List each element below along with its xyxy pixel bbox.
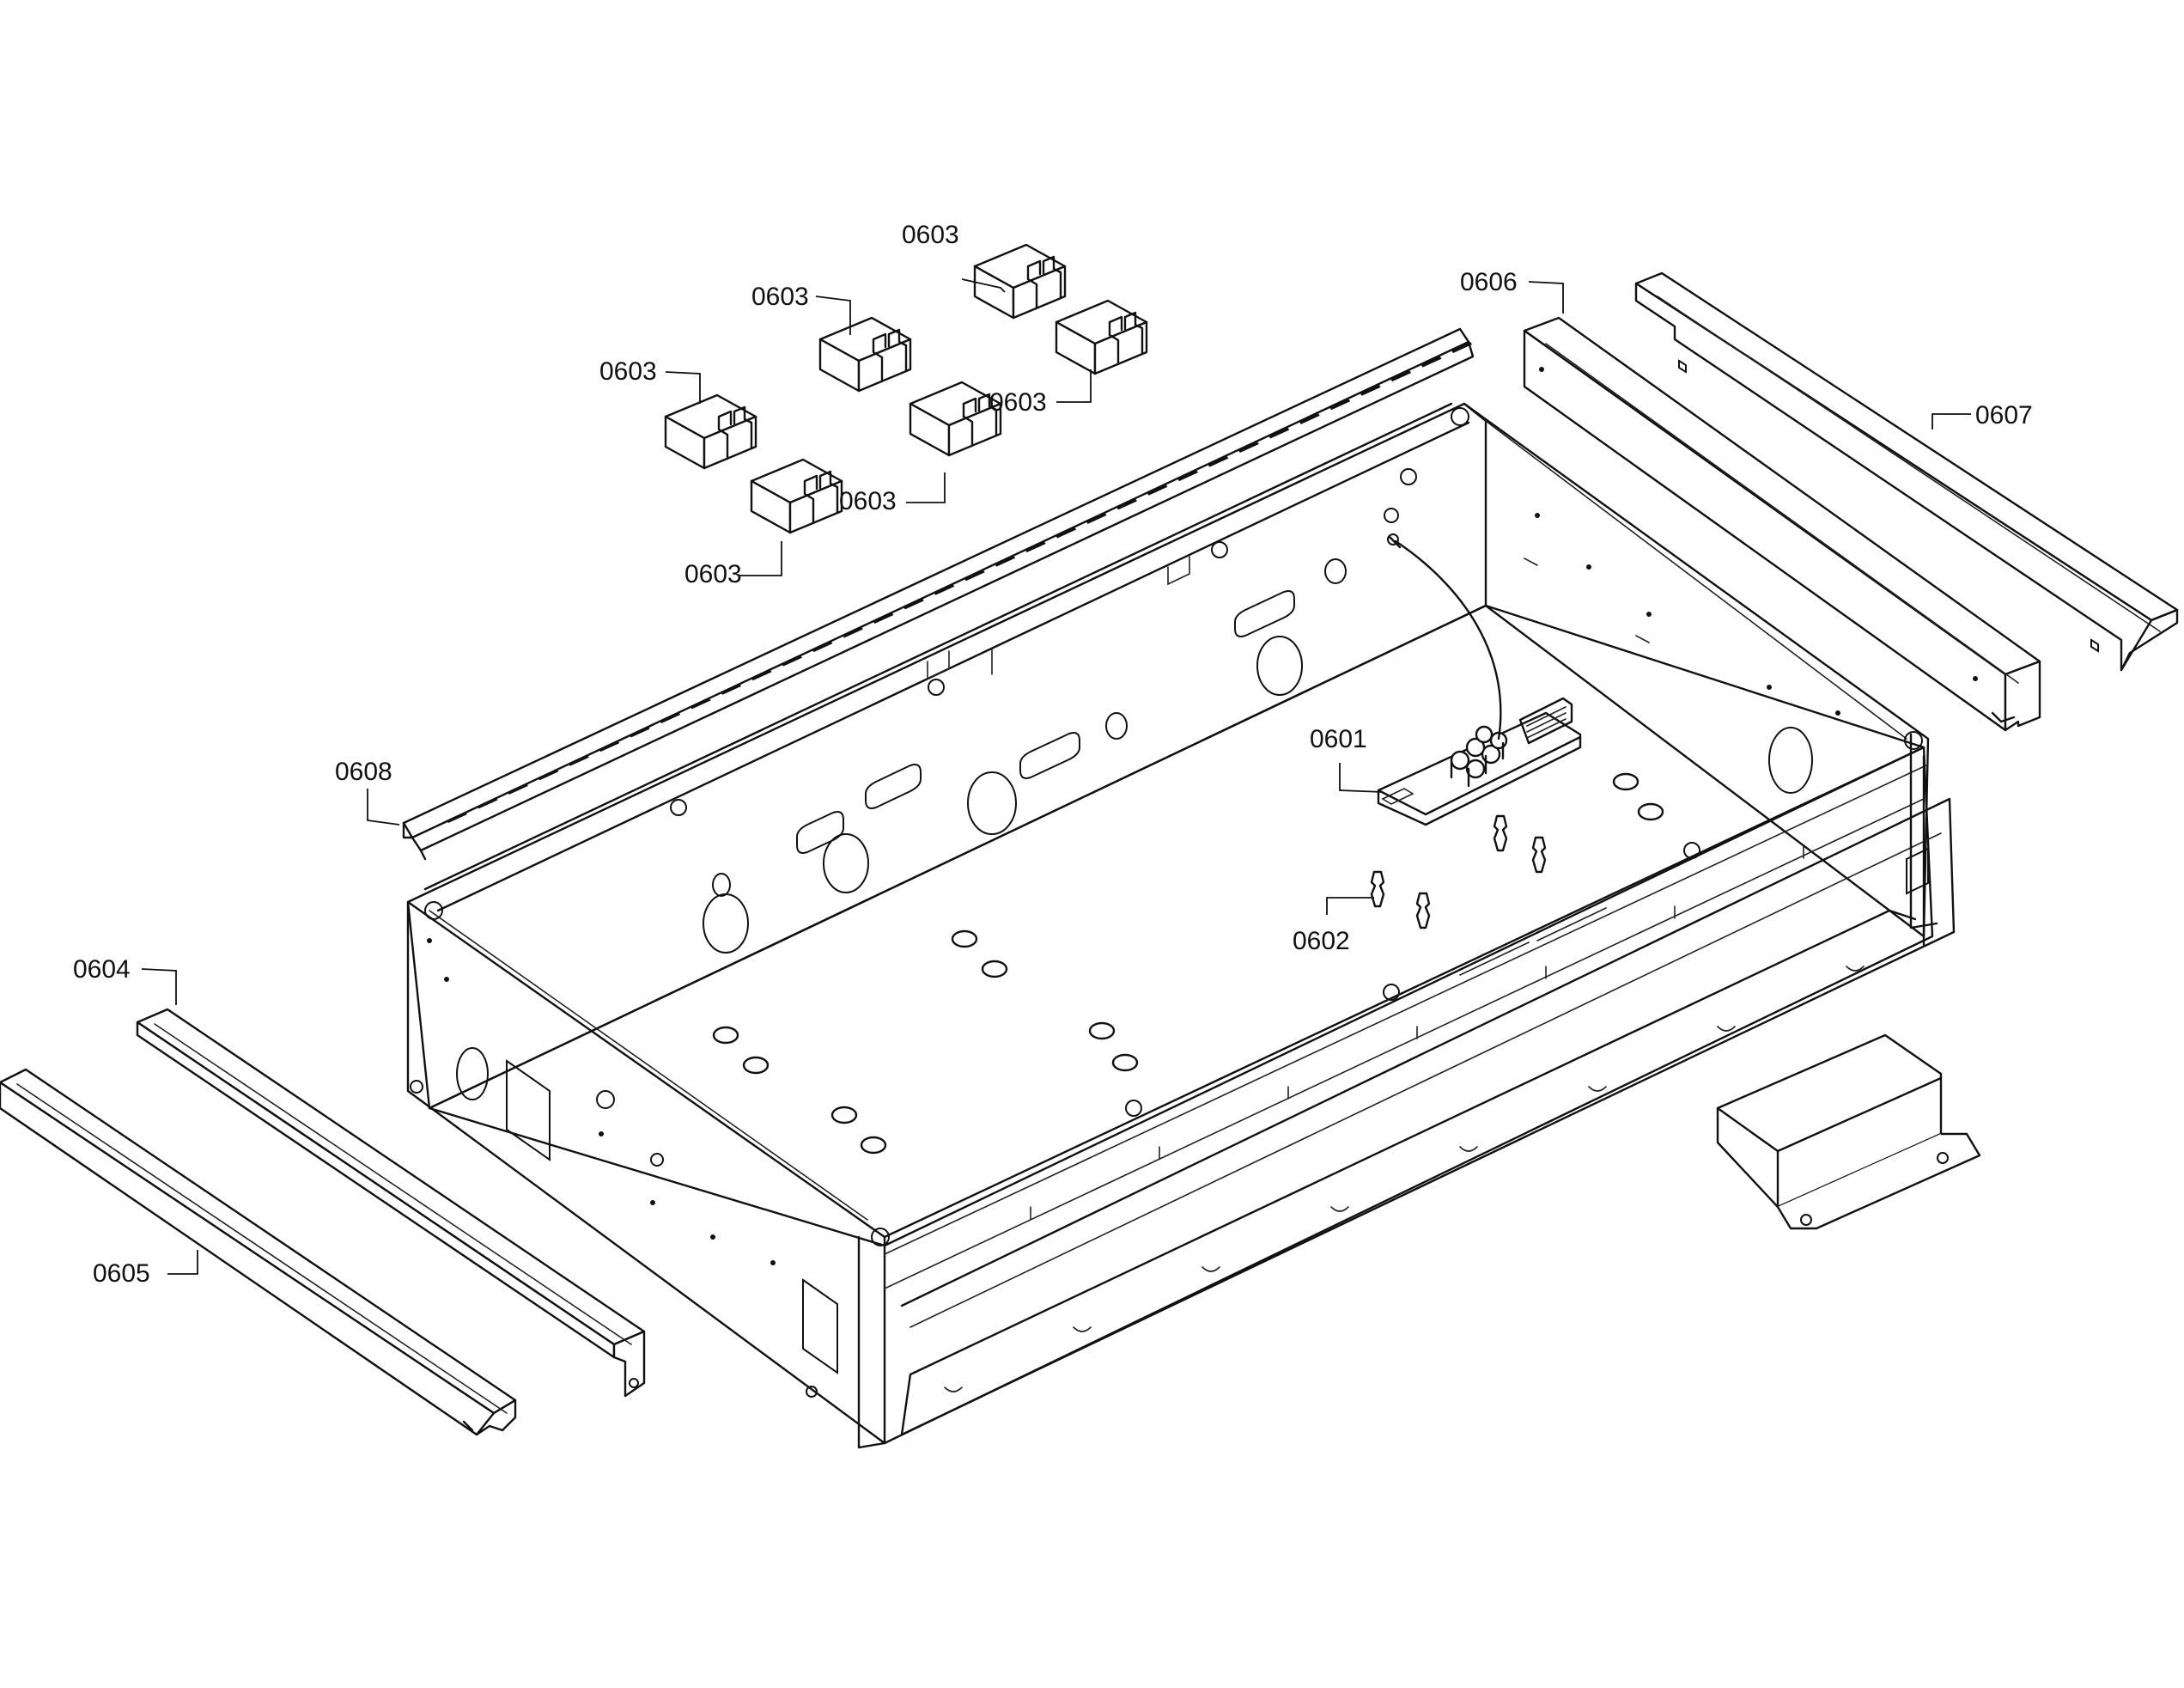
callout-0605: 0605 (93, 1259, 150, 1288)
rail-slot (690, 698, 711, 710)
part-0603-blocks (664, 243, 1148, 534)
rail-slot (568, 754, 589, 766)
floor-grommets (712, 772, 1664, 1155)
part-0606-panel (1523, 316, 2041, 732)
rail-slot (1360, 384, 1381, 396)
part-0604-angle (136, 1008, 646, 1398)
rail-slot (721, 683, 742, 695)
block-0603 (973, 243, 1067, 320)
rail-slot (1390, 370, 1412, 382)
rail-slot (599, 740, 620, 753)
rail-slot (1421, 356, 1442, 368)
callout-0606: 0606 (1460, 268, 1518, 296)
rail-slot (1147, 484, 1168, 496)
callout-0601: 0601 (1310, 725, 1367, 753)
callout-0603-bottom: 0603 (684, 560, 742, 588)
callout-0603-right: 0603 (989, 388, 1047, 417)
part-0602-standoffs (1370, 814, 1547, 929)
rail-slot (995, 555, 1016, 567)
rail-slot (1116, 498, 1137, 510)
rail-slot (1208, 455, 1229, 467)
part-0601-circuit-board (1377, 697, 1582, 826)
rail-slot (1268, 427, 1290, 439)
rail-slot (842, 626, 863, 638)
block-0603 (1055, 299, 1148, 375)
bracket-plate (1716, 1033, 1981, 1230)
rail-slot (477, 797, 498, 809)
callout-0603-middle: 0603 (839, 487, 897, 515)
callout-0608: 0608 (335, 758, 392, 786)
callout-0602: 0602 (1293, 927, 1350, 955)
rail-slot (782, 655, 802, 667)
rail-slot (660, 711, 681, 723)
part-0607-angle (1634, 271, 2179, 672)
rail-slot (1329, 399, 1351, 411)
block-0603 (909, 381, 1002, 457)
rail-slot (538, 769, 559, 781)
rail-slot (873, 612, 894, 624)
rail-slot (903, 598, 924, 610)
callout-0603-top: 0603 (902, 221, 959, 249)
rail-slot (1299, 412, 1320, 424)
rail-slot (1025, 541, 1046, 553)
chassis-box (406, 402, 1956, 1449)
rail-slot (1451, 342, 1472, 353)
part-0605-channel (0, 1068, 517, 1436)
rail-slot (934, 583, 955, 595)
rail-slot (1086, 512, 1107, 524)
part-0608-rail (402, 327, 1475, 861)
rail-slot (812, 641, 833, 653)
rail-slot (447, 812, 467, 823)
rail-slot (1177, 470, 1198, 482)
rail-slot (751, 669, 772, 681)
callout-0607: 0607 (1975, 401, 2033, 430)
wire-harness (1387, 533, 1502, 740)
rail-slot (964, 570, 985, 582)
block-0603 (818, 316, 912, 393)
callout-0603-upper-middle: 0603 (751, 283, 809, 311)
rail-slot (507, 783, 528, 795)
block-0603 (750, 458, 843, 534)
callout-0603-left: 0603 (599, 357, 657, 386)
block-0603 (664, 393, 757, 470)
rail-slot (629, 726, 650, 738)
leader-lines (141, 278, 1971, 1275)
callout-labels: 0603 0603 0603 0603 0603 0603 0606 0607 … (73, 221, 2033, 1288)
rail-slot (1055, 527, 1077, 539)
rail-slot (1238, 442, 1259, 454)
callout-0604: 0604 (73, 955, 131, 984)
